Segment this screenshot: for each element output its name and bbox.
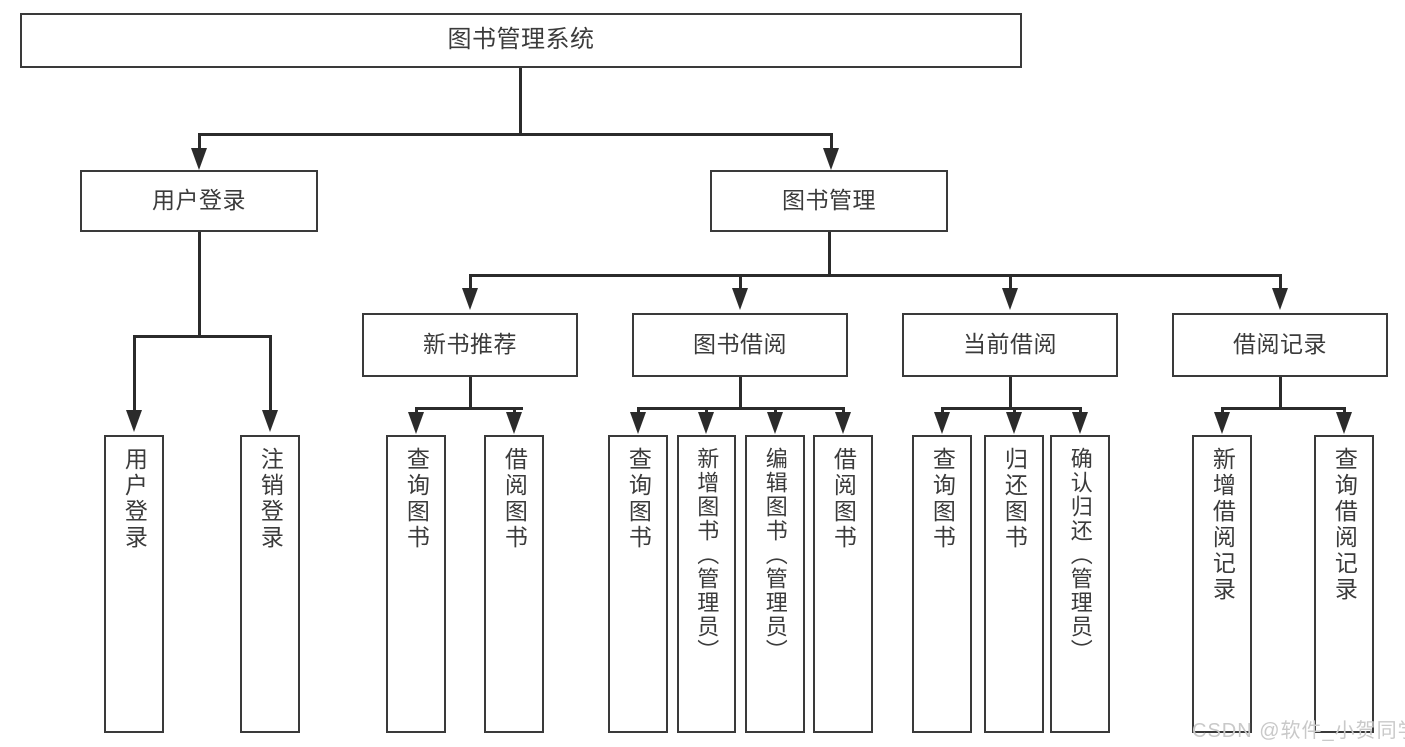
edge-newbook-down xyxy=(469,377,472,409)
arrowhead-bookmanage-current xyxy=(1002,288,1018,310)
node-root-system[interactable]: 图书管理系统 xyxy=(20,13,1022,68)
leaf-edit-book-admin[interactable]: 编辑图书（管理员） xyxy=(745,435,805,733)
node-label: 查询借阅记录 xyxy=(1331,447,1358,603)
edge-current-bus xyxy=(941,407,1081,410)
node-current-borrow[interactable]: 当前借阅 xyxy=(902,313,1118,377)
node-label: 借阅图书 xyxy=(830,447,857,551)
arrowhead-userlogin-leaf1 xyxy=(126,410,142,432)
node-label: 查询图书 xyxy=(929,447,956,551)
leaf-add-book-admin[interactable]: 新增图书（管理员） xyxy=(677,435,736,733)
node-book-borrow[interactable]: 图书借阅 xyxy=(632,313,848,377)
arrowhead-current-leaf3 xyxy=(1072,412,1088,434)
edge-userlogin-bus xyxy=(133,335,270,338)
arrowhead-userlogin-leaf2 xyxy=(262,410,278,432)
node-book-manage[interactable]: 图书管理 xyxy=(710,170,948,232)
node-label: 注销登录 xyxy=(257,447,284,551)
edge-userlogin-to-leaf1 xyxy=(133,335,136,417)
node-label: 查询图书 xyxy=(403,447,430,551)
leaf-query-book-current[interactable]: 查询图书 xyxy=(912,435,972,733)
arrowhead-borrow-leaf1 xyxy=(630,412,646,434)
node-label: 新增借阅记录 xyxy=(1209,447,1236,603)
arrowhead-current-leaf2 xyxy=(1006,412,1022,434)
arrowhead-to-book-manage xyxy=(823,148,839,170)
arrowhead-newbook-leaf1 xyxy=(408,412,424,434)
edge-root-to-book-manage xyxy=(830,133,833,155)
leaf-return-book[interactable]: 归还图书 xyxy=(984,435,1044,733)
arrowhead-newbook-leaf2 xyxy=(506,412,522,434)
edge-record-bus xyxy=(1221,407,1344,410)
node-label: 编辑图书（管理员） xyxy=(762,447,788,663)
node-label: 新书推荐 xyxy=(423,331,517,358)
arrowhead-bookmanage-newbook xyxy=(462,288,478,310)
edge-borrow-bus xyxy=(637,407,844,410)
leaf-borrow-book-recommend[interactable]: 借阅图书 xyxy=(484,435,544,733)
arrowhead-borrow-leaf3 xyxy=(767,412,783,434)
edge-userlogin-to-leaf2 xyxy=(269,335,272,417)
leaf-query-borrow-record[interactable]: 查询借阅记录 xyxy=(1314,435,1374,733)
arrowhead-record-leaf1 xyxy=(1214,412,1230,434)
leaf-add-borrow-record[interactable]: 新增借阅记录 xyxy=(1192,435,1252,733)
leaf-query-book-recommend[interactable]: 查询图书 xyxy=(386,435,446,733)
node-label: 当前借阅 xyxy=(963,331,1057,358)
leaf-confirm-return-admin[interactable]: 确认归还（管理员） xyxy=(1050,435,1110,733)
leaf-borrow-book[interactable]: 借阅图书 xyxy=(813,435,873,733)
node-label: 确认归还（管理员） xyxy=(1067,447,1093,663)
node-label: 图书管理 xyxy=(782,187,876,214)
arrowhead-borrow-leaf4 xyxy=(835,412,851,434)
edge-bookmanage-down xyxy=(828,232,831,276)
node-label: 新增图书（管理员） xyxy=(694,447,720,663)
edge-root-bus xyxy=(198,133,832,136)
node-label: 用户登录 xyxy=(152,187,246,214)
edge-bookmanage-to-record xyxy=(1279,274,1282,294)
csdn-watermark: CSDN @软件_小贺同学 xyxy=(1192,720,1405,742)
node-label: 图书管理系统 xyxy=(447,26,595,54)
edge-userlogin-down xyxy=(198,232,201,337)
arrowhead-to-user-login xyxy=(191,148,207,170)
node-label: 图书借阅 xyxy=(693,331,787,358)
edge-record-down xyxy=(1279,377,1282,409)
edge-bookmanage-bus xyxy=(469,274,1281,277)
edge-root-to-user-login xyxy=(198,133,201,155)
leaf-query-book-borrow[interactable]: 查询图书 xyxy=(608,435,668,733)
arrowhead-bookmanage-record xyxy=(1272,288,1288,310)
node-label: 查询图书 xyxy=(625,447,652,551)
node-label: 用户登录 xyxy=(121,447,148,551)
arrowhead-borrow-leaf2 xyxy=(698,412,714,434)
edge-bookmanage-to-borrow xyxy=(739,274,742,294)
arrowhead-current-leaf1 xyxy=(934,412,950,434)
node-label: 归还图书 xyxy=(1001,447,1028,551)
edge-current-down xyxy=(1009,377,1012,409)
arrowhead-bookmanage-borrow xyxy=(732,288,748,310)
edge-bookmanage-to-newbook xyxy=(469,274,472,294)
node-new-book-recommend[interactable]: 新书推荐 xyxy=(362,313,578,377)
edge-borrow-down xyxy=(739,377,742,409)
node-borrow-record[interactable]: 借阅记录 xyxy=(1172,313,1388,377)
edge-newbook-bus xyxy=(415,407,523,410)
node-label: 借阅记录 xyxy=(1233,331,1327,358)
node-user-login[interactable]: 用户登录 xyxy=(80,170,318,232)
arrowhead-record-leaf2 xyxy=(1336,412,1352,434)
edge-bookmanage-to-current xyxy=(1009,274,1012,294)
node-label: 借阅图书 xyxy=(501,447,528,551)
leaf-logout[interactable]: 注销登录 xyxy=(240,435,300,733)
leaf-user-login[interactable]: 用户登录 xyxy=(104,435,164,733)
edge-root-down xyxy=(519,68,522,135)
